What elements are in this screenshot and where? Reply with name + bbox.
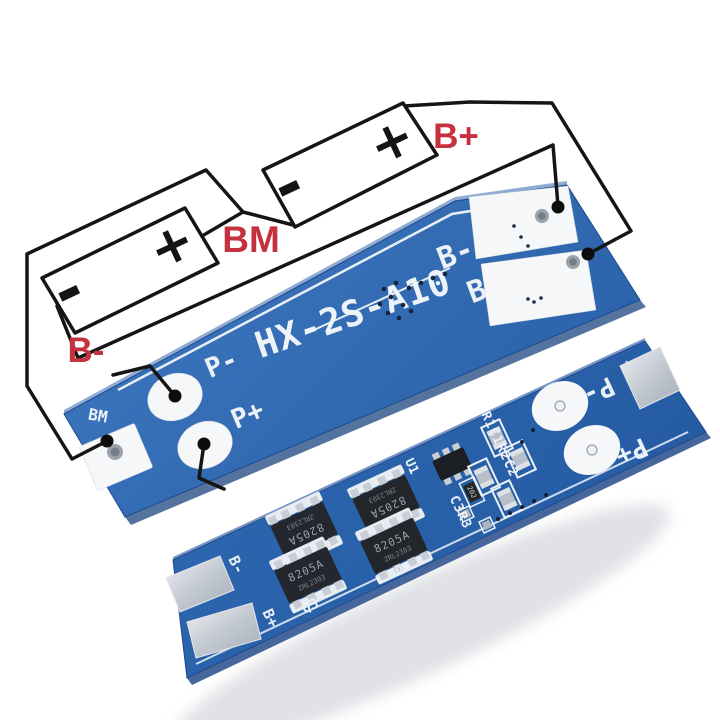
wire-dots bbox=[100, 200, 595, 451]
front-pad-bplus bbox=[480, 249, 597, 327]
front-pad-bminus-hole-center bbox=[538, 212, 546, 220]
wire-bm-junction-stub bbox=[200, 210, 245, 238]
front-pad-bm-hole-center bbox=[110, 447, 120, 457]
back-board: B- B+ 8205A ZRL2303 8205A ZRL2303 8205A … bbox=[165, 338, 711, 720]
mosfet-chip-4: 8205A ZRL2303 bbox=[355, 507, 433, 585]
mosfet-chip-3: 8205A ZRL2303 bbox=[269, 536, 347, 614]
front-silk-bm: BM bbox=[87, 405, 109, 427]
solder-dot-bm bbox=[100, 434, 114, 448]
label-bplus: B+ bbox=[433, 117, 479, 156]
front-pad-bminus bbox=[468, 185, 579, 260]
wire-pplus-lead bbox=[197, 442, 226, 491]
back-board-vias bbox=[496, 428, 548, 521]
back-pad-pplus bbox=[563, 425, 621, 475]
front-board-bottom-side bbox=[125, 300, 646, 525]
back-board-bottom-side bbox=[187, 432, 711, 685]
resistor-202: 202 bbox=[458, 475, 486, 509]
label-bminus: B- bbox=[68, 331, 105, 370]
protection-ic bbox=[431, 442, 473, 486]
back-pad-pminus bbox=[531, 381, 589, 431]
passive-r2 bbox=[466, 456, 502, 498]
back-silk-bplus: B+ bbox=[259, 606, 283, 630]
battery-cell-1 bbox=[40, 206, 220, 335]
wire-pminus-lead bbox=[111, 364, 177, 398]
terminal-labels: B+ BM B- bbox=[68, 117, 479, 370]
battery-cell-2 bbox=[261, 101, 439, 229]
back-silk-u1: U1 bbox=[401, 456, 421, 477]
front-silk-slot-line bbox=[304, 267, 451, 335]
passive-r1 bbox=[479, 417, 515, 459]
solder-dot-bplus bbox=[581, 247, 595, 261]
board-shadow bbox=[170, 504, 670, 720]
passive-c2 bbox=[489, 478, 525, 520]
front-pad-test-dots bbox=[512, 224, 543, 304]
passive-small-1 bbox=[457, 505, 475, 523]
front-board: BM P- P+ HX-2S-A10 B- B+ bbox=[63, 181, 646, 525]
back-silk-q3: Q3 bbox=[299, 596, 321, 618]
passive-small-2 bbox=[478, 516, 496, 534]
wire-bplus bbox=[402, 100, 633, 256]
back-silk-q4: Q4 bbox=[393, 559, 412, 578]
back-pad-bminus bbox=[165, 555, 235, 613]
back-silk-edge-line bbox=[195, 431, 689, 665]
wiring-diagram bbox=[25, 100, 633, 491]
solder-dot-pminus bbox=[168, 389, 182, 403]
solder-dot-bminus bbox=[551, 200, 565, 214]
wire-bminus bbox=[55, 143, 560, 360]
back-pad-bm-tinned bbox=[619, 346, 681, 410]
solder-dot-pplus bbox=[197, 437, 211, 451]
passive-c1 bbox=[502, 438, 538, 480]
back-pad-bplus bbox=[186, 602, 262, 659]
label-bm: BM bbox=[222, 219, 280, 260]
front-pad-bplus-hole-center bbox=[569, 258, 577, 266]
back-silk-bminus: B- bbox=[225, 553, 249, 577]
front-board-vias bbox=[377, 271, 448, 321]
